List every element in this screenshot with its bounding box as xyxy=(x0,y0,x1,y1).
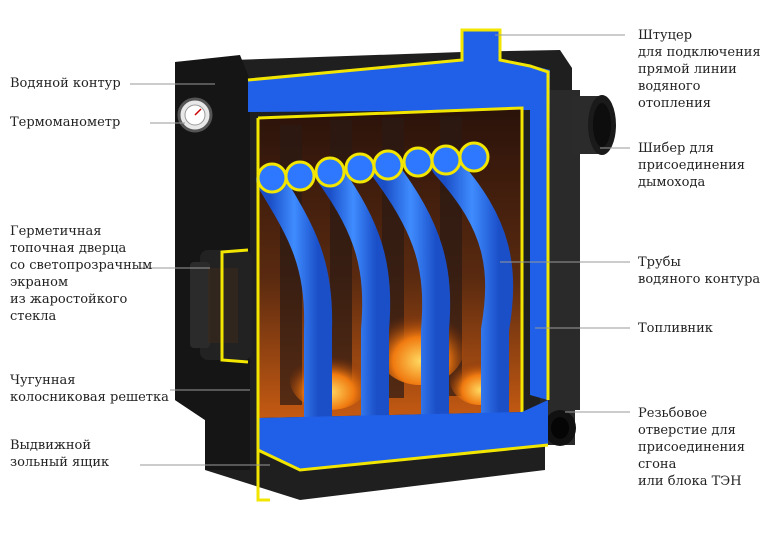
label-water-circuit: Водяной контур xyxy=(10,76,121,91)
firebox-door xyxy=(190,248,252,364)
bottom-water-jacket xyxy=(256,118,549,502)
label-cast-iron-grate: Чугунная колосниковая решетка xyxy=(10,373,169,405)
label-thermomanometer: Термоманометр xyxy=(10,115,121,130)
water-jacket xyxy=(247,28,550,400)
label-water-tubes: Трубы водяного контура xyxy=(638,255,761,287)
leader-lines xyxy=(130,34,630,466)
label-fitting: Штуцер для подключения прямой линии водя… xyxy=(638,28,761,111)
label-ash-drawer: Выдвижной зольный ящик xyxy=(10,438,110,470)
label-fuel-chamber: Топливник xyxy=(638,321,713,336)
threaded-hole xyxy=(544,405,576,446)
damper-pipe xyxy=(572,95,616,155)
label-damper: Шибер для присоединения дымохода xyxy=(638,141,746,190)
label-firebox-door: Герметичная топочная дверца со светопроз… xyxy=(10,224,153,324)
thermomanometer xyxy=(177,97,213,133)
water-tubes xyxy=(256,141,514,444)
label-threaded-hole: Резьбовое отверстие для присоединения сг… xyxy=(638,406,746,489)
